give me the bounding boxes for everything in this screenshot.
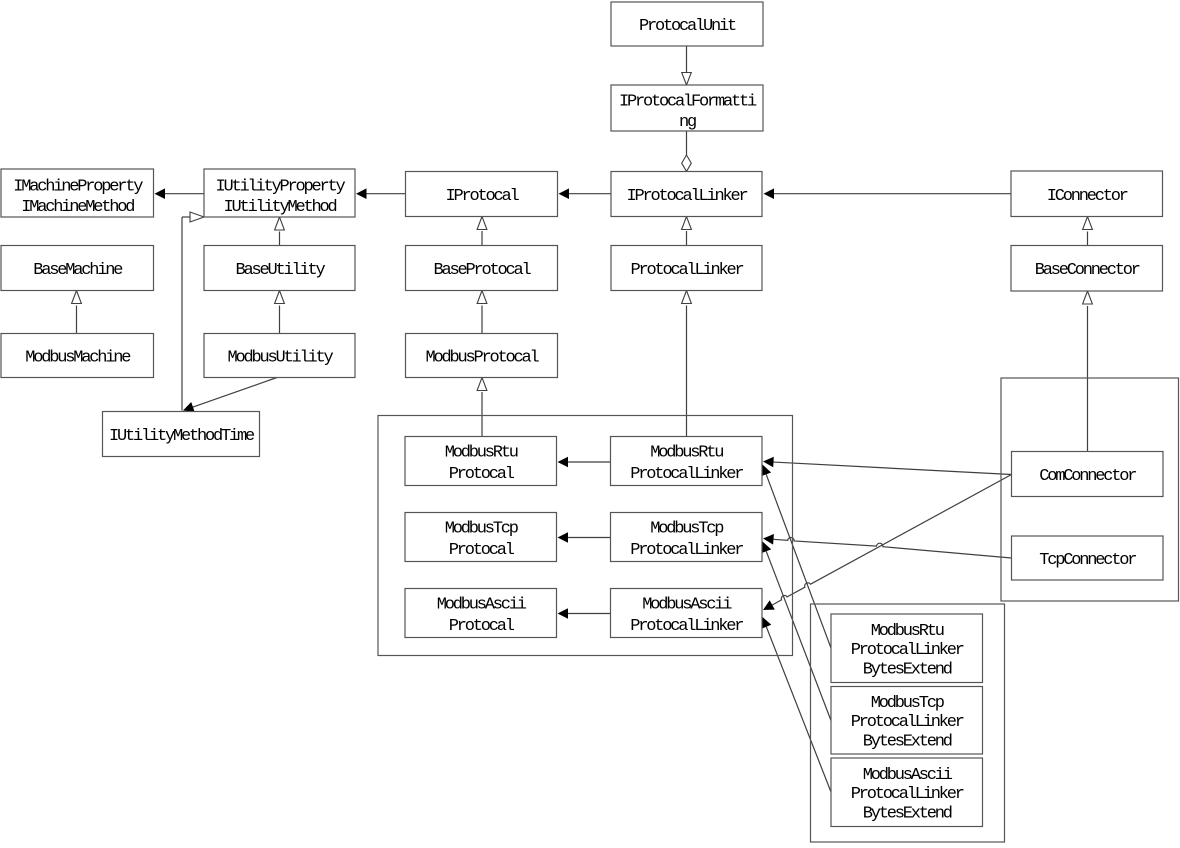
- svg-text:ProtocalLinker: ProtocalLinker: [630, 261, 743, 280]
- svg-text:ModbusTcp: ModbusTcp: [445, 520, 519, 539]
- svg-text:ModbusRtu: ModbusRtu: [871, 622, 944, 641]
- svg-text:ModbusTcp: ModbusTcp: [650, 520, 724, 539]
- svg-text:ProtocalLinker: ProtocalLinker: [630, 541, 743, 560]
- svg-text:Protocal: Protocal: [449, 541, 515, 560]
- svg-text:BaseProtocal: BaseProtocal: [433, 261, 531, 280]
- svg-text:ProtocalUnit: ProtocalUnit: [639, 17, 736, 36]
- svg-text:IProtocalFormatti: IProtocalFormatti: [619, 93, 757, 112]
- svg-text:ProtocalLinker: ProtocalLinker: [851, 785, 964, 804]
- svg-text:IUtilityProperty: IUtilityProperty: [215, 178, 345, 197]
- svg-text:IMachineMethod: IMachineMethod: [21, 198, 134, 217]
- svg-text:ModbusAscii: ModbusAscii: [642, 596, 732, 615]
- svg-text:Protocal: Protocal: [449, 617, 515, 636]
- svg-text:ModbusProtocal: ModbusProtocal: [425, 349, 539, 368]
- svg-text:ModbusTcp: ModbusTcp: [871, 694, 945, 713]
- svg-text:BaseUtility: BaseUtility: [235, 261, 325, 280]
- svg-text:ModbusRtu: ModbusRtu: [650, 444, 723, 463]
- svg-text:TcpConnector: TcpConnector: [1039, 551, 1136, 570]
- svg-text:IProtocal: IProtocal: [445, 187, 519, 206]
- svg-text:ProtocalLinker: ProtocalLinker: [630, 617, 743, 636]
- svg-text:ModbusRtu: ModbusRtu: [445, 444, 518, 463]
- svg-text:ComConnector: ComConnector: [1039, 467, 1136, 486]
- svg-text:ModbusUtility: ModbusUtility: [227, 349, 333, 368]
- svg-text:Protocal: Protocal: [449, 465, 515, 484]
- svg-text:BaseMachine: BaseMachine: [33, 261, 123, 280]
- svg-text:ProtocalLinker: ProtocalLinker: [851, 713, 964, 732]
- svg-text:IUtilityMethod: IUtilityMethod: [223, 198, 336, 217]
- svg-text:IUtilityMethodTime: IUtilityMethodTime: [109, 427, 255, 446]
- svg-text:BytesExtend: BytesExtend: [863, 661, 952, 680]
- svg-text:BytesExtend: BytesExtend: [863, 733, 952, 752]
- svg-text:ModbusAscii: ModbusAscii: [863, 766, 953, 785]
- svg-text:IMachineProperty: IMachineProperty: [13, 178, 143, 197]
- svg-text:ModbusAscii: ModbusAscii: [437, 596, 527, 615]
- svg-text:ProtocalLinker: ProtocalLinker: [630, 465, 743, 484]
- svg-text:IConnector: IConnector: [1047, 187, 1128, 206]
- svg-text:ng: ng: [679, 113, 696, 132]
- svg-text:ModbusMachine: ModbusMachine: [25, 349, 131, 368]
- svg-text:BytesExtend: BytesExtend: [863, 805, 952, 824]
- svg-text:IProtocalLinker: IProtocalLinker: [626, 187, 747, 206]
- svg-text:ProtocalLinker: ProtocalLinker: [851, 641, 964, 660]
- svg-text:BaseConnector: BaseConnector: [1035, 261, 1140, 280]
